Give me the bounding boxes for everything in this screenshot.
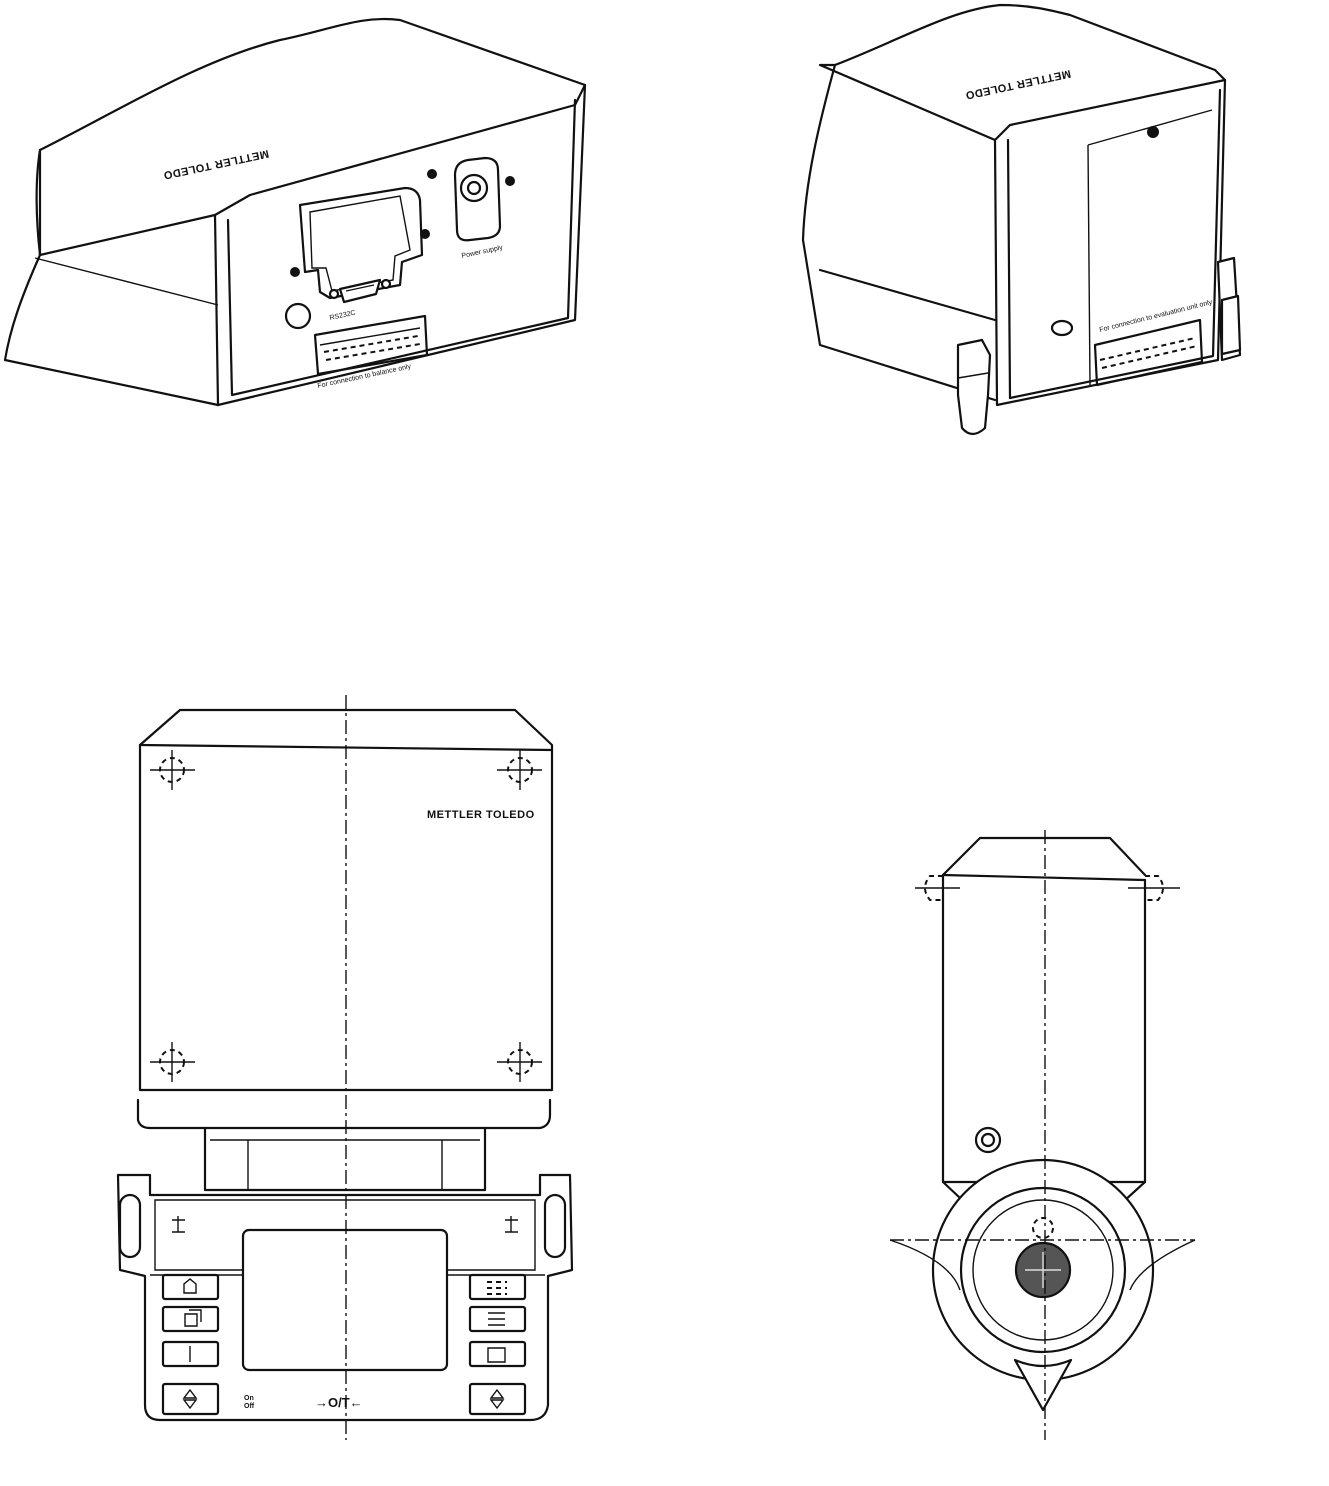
top-view: METTLER TOLEDO [116,695,574,1440]
brand-label-left: METTLER TOLEDO [162,147,270,181]
side-view [889,830,1196,1440]
foot-markers [150,750,542,1082]
rear-perspective-view-right: For connection to evaluation unit only M… [801,3,1242,436]
terminal-display [241,1228,449,1372]
scroll-key-right[interactable] [468,1382,527,1416]
connection-label-left: For connection to balance only [317,363,412,390]
copy-key[interactable] [161,1305,220,1333]
rs232-label: RS232C [329,310,356,322]
brand-label-right: METTLER TOLEDO [964,67,1072,101]
power-supply-label: Power supply [461,244,504,260]
rear-perspective-view-left: RS232C Power supply For connection to ba… [3,17,587,407]
home-key[interactable] [161,1273,220,1301]
scroll-key-left[interactable] [161,1382,220,1416]
right-keys [468,1273,527,1416]
print-key[interactable] [468,1340,527,1368]
tare-key[interactable]: →O/T← [315,1395,363,1410]
brand-label-top: METTLER TOLEDO [427,809,535,821]
connection-label-right: For connection to evaluation unit only [1099,299,1214,334]
left-keys [161,1273,220,1416]
